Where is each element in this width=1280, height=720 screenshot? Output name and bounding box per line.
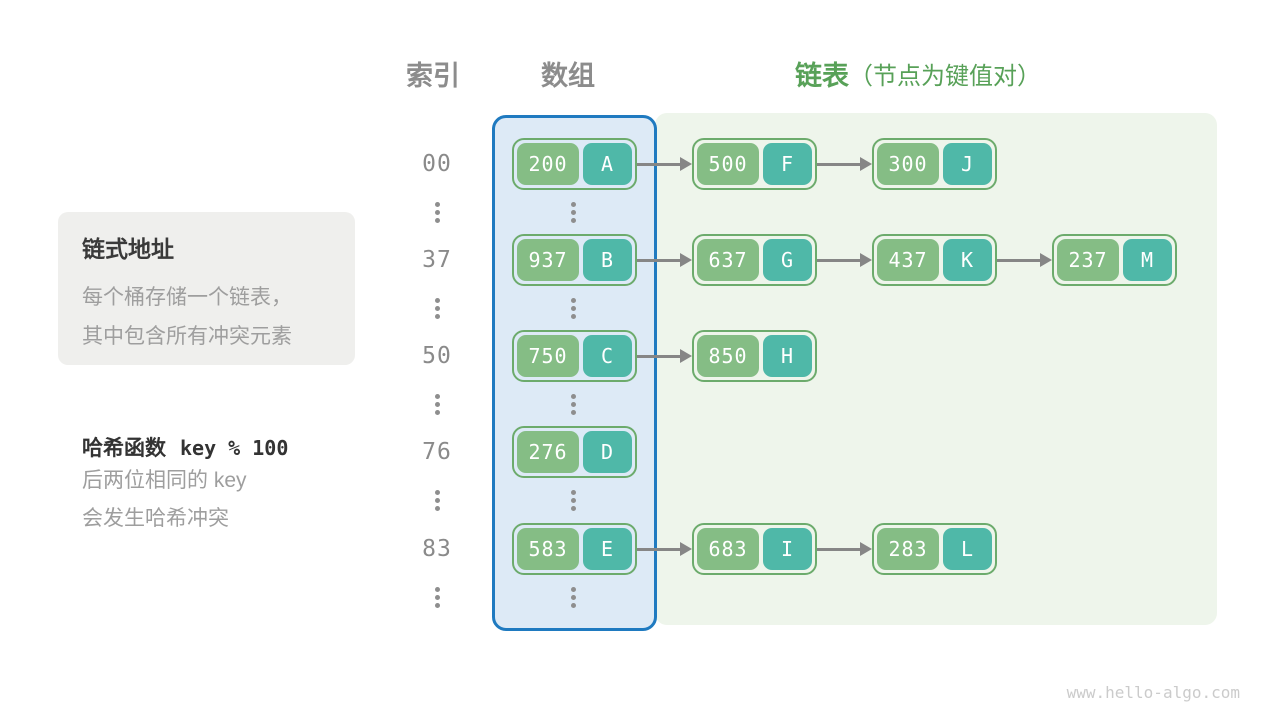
value-cell: F bbox=[763, 143, 812, 185]
ellipsis-dots-icon bbox=[434, 394, 440, 415]
arrow-icon bbox=[817, 542, 872, 556]
ellipsis-dots-icon bbox=[570, 490, 576, 511]
value-cell: G bbox=[763, 239, 812, 281]
key-cell: 437 bbox=[877, 239, 939, 281]
hash-function-title: 哈希函数 bbox=[82, 437, 166, 460]
value-cell: C bbox=[583, 335, 632, 377]
info-card-line: 其中包含所有冲突元素 bbox=[82, 325, 292, 348]
arrow-icon bbox=[817, 157, 872, 171]
arrow-icon bbox=[637, 542, 692, 556]
arrow-icon bbox=[997, 253, 1052, 267]
hash-note-line: 后两位相同的 key bbox=[82, 469, 247, 492]
value-cell: I bbox=[763, 528, 812, 570]
key-cell: 276 bbox=[517, 431, 579, 473]
key-cell: 583 bbox=[517, 528, 579, 570]
list-column-note: （节点为键值对） bbox=[849, 63, 1041, 90]
ellipsis-dots-icon bbox=[570, 298, 576, 319]
value-cell: E bbox=[583, 528, 632, 570]
hash-function-note: 哈希函数 key % 100 后两位相同的 key 会发生哈希冲突 bbox=[82, 432, 288, 538]
watermark: www.hello-algo.com bbox=[1066, 683, 1240, 702]
arrow-icon bbox=[817, 253, 872, 267]
ellipsis-dots-icon bbox=[434, 298, 440, 319]
key-cell: 637 bbox=[697, 239, 759, 281]
key-cell: 683 bbox=[697, 528, 759, 570]
ellipsis-dots-icon bbox=[570, 587, 576, 608]
ellipsis-dots-icon bbox=[434, 490, 440, 511]
list-column-header-group: 链表 （节点为键值对） bbox=[795, 54, 1041, 93]
ellipsis-dots-icon bbox=[570, 394, 576, 415]
value-cell: M bbox=[1123, 239, 1172, 281]
key-cell: 937 bbox=[517, 239, 579, 281]
value-cell: D bbox=[583, 431, 632, 473]
key-cell: 300 bbox=[877, 143, 939, 185]
value-cell: H bbox=[763, 335, 812, 377]
value-cell: A bbox=[583, 143, 632, 185]
key-cell: 750 bbox=[517, 335, 579, 377]
bucket-index: 50 bbox=[422, 343, 452, 369]
hash-note-line: 会发生哈希冲突 bbox=[82, 507, 229, 530]
key-cell: 237 bbox=[1057, 239, 1119, 281]
arrow-icon bbox=[637, 349, 692, 363]
array-column-header: 数组 bbox=[541, 61, 595, 91]
ellipsis-dots-icon bbox=[570, 202, 576, 223]
info-card: 链式地址 每个桶存储一个链表， 其中包含所有冲突元素 bbox=[58, 212, 355, 365]
info-card-line: 每个桶存储一个链表， bbox=[82, 286, 292, 309]
value-cell: K bbox=[943, 239, 992, 281]
hash-function-title-row: 哈希函数 key % 100 bbox=[82, 432, 288, 462]
bucket-index: 83 bbox=[422, 536, 452, 562]
ellipsis-dots-icon bbox=[434, 202, 440, 223]
key-cell: 850 bbox=[697, 335, 759, 377]
list-column-header: 链表 bbox=[795, 61, 849, 91]
value-cell: B bbox=[583, 239, 632, 281]
index-column-header: 索引 bbox=[406, 61, 460, 91]
bucket-index: 76 bbox=[422, 439, 452, 465]
bucket-index: 00 bbox=[422, 151, 452, 177]
arrow-icon bbox=[637, 253, 692, 267]
key-cell: 200 bbox=[517, 143, 579, 185]
value-cell: J bbox=[943, 143, 992, 185]
arrow-icon bbox=[637, 157, 692, 171]
ellipsis-dots-icon bbox=[434, 587, 440, 608]
bucket-index: 37 bbox=[422, 247, 452, 273]
key-cell: 500 bbox=[697, 143, 759, 185]
hash-function-code: key % 100 bbox=[180, 436, 289, 460]
info-card-title: 链式地址 bbox=[82, 236, 174, 262]
value-cell: L bbox=[943, 528, 992, 570]
key-cell: 283 bbox=[877, 528, 939, 570]
